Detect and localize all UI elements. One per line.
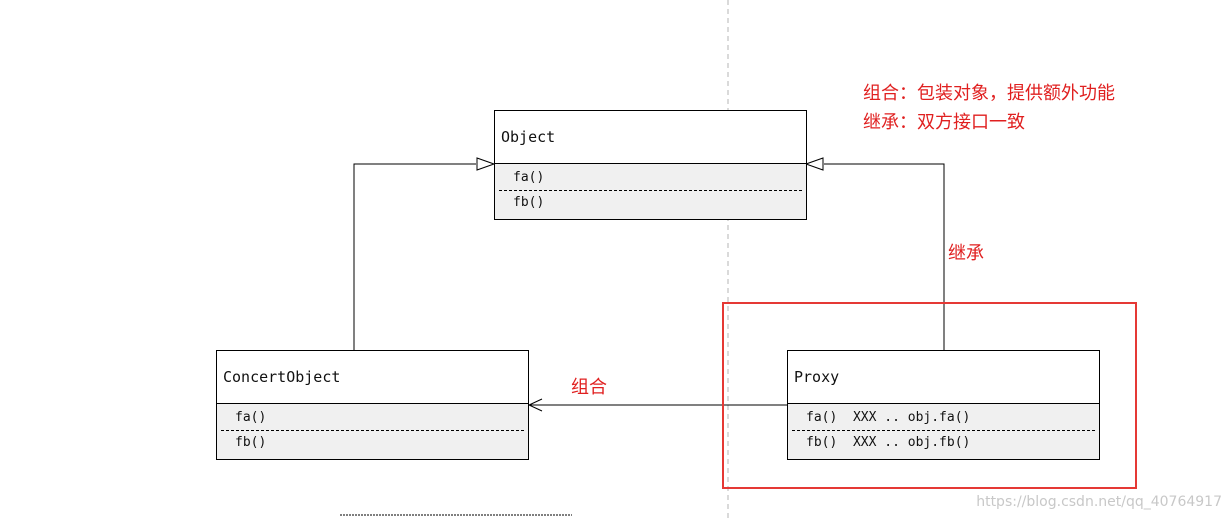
proxy-method-fb: fb() XXX .. obj.fb() [806, 435, 971, 450]
object-method-list: fa() fb() [495, 164, 806, 219]
composition-label: 组合 [571, 377, 607, 398]
object-method-fb: fb() [513, 195, 545, 210]
object-class-name: Object [495, 111, 806, 164]
composition-note: 组合：包装对象，提供额外功能 [863, 83, 1115, 104]
proxy-highlight-box [722, 302, 1137, 489]
inheritance-arrowhead-right [804, 157, 824, 171]
concert-object-class-box: ConcertObject fa() fb() [216, 350, 529, 460]
object-method-fa: fa() [499, 166, 802, 191]
proxy-class-name: Proxy [788, 351, 1099, 404]
concert-object-class-name: ConcertObject [217, 351, 528, 404]
inheritance-label: 继承 [948, 243, 984, 264]
inheritance-arrowhead-left [476, 157, 496, 171]
inheritance-line-proxy [824, 163, 945, 350]
concert-object-method-fb: fb() [235, 435, 267, 450]
inheritance-line-concert [353, 163, 476, 350]
proxy-method-fa: fa() XXX .. obj.fa() [792, 406, 1095, 431]
source-watermark: https://blog.csdn.net/qq_40764917 [976, 494, 1222, 510]
composition-arrowhead [527, 398, 543, 412]
concert-object-method-list: fa() fb() [217, 404, 528, 459]
proxy-method-list: fa() XXX .. obj.fa() fb() XXX .. obj.fb(… [788, 404, 1099, 459]
proxy-class-box: Proxy fa() XXX .. obj.fa() fb() XXX .. o… [787, 350, 1100, 460]
inheritance-note: 继承：双方接口一致 [863, 112, 1025, 133]
concert-object-method-fa: fa() [221, 406, 524, 431]
object-class-box: Object fa() fb() [494, 110, 807, 220]
